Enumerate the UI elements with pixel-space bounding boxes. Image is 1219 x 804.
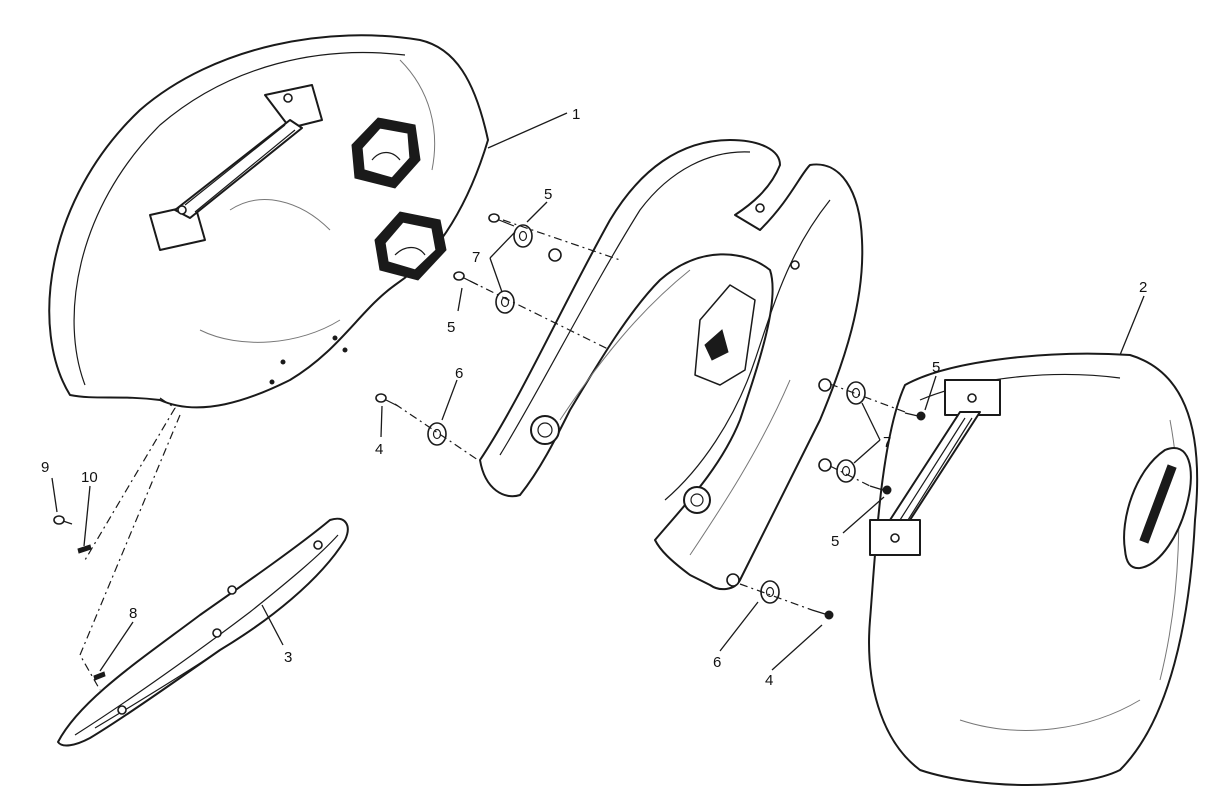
screw-5-upper-right[interactable] [904, 411, 926, 421]
spacer-7-mid-left[interactable] [495, 290, 515, 314]
screw-9[interactable] [53, 515, 73, 525]
screw-4-right[interactable] [811, 609, 834, 620]
rear-subframe[interactable] [479, 139, 864, 591]
left-bag-mount-upper [351, 117, 421, 189]
screw-5-lower-right[interactable] [869, 485, 892, 495]
spacer-7-upper-left[interactable] [513, 224, 533, 248]
label-part-7-left: 7 [472, 249, 480, 266]
spacer-7-upper-right[interactable] [846, 381, 866, 405]
left-saddlebag[interactable] [48, 34, 489, 409]
screw-4-left[interactable] [375, 393, 399, 407]
spacer-6-right[interactable] [760, 580, 780, 604]
label-part-4-right: 4 [765, 672, 773, 689]
label-part-3: 3 [284, 649, 292, 666]
label-part-1: 1 [572, 106, 580, 123]
right-bag-rail [869, 379, 1001, 556]
label-part-2: 2 [1139, 279, 1147, 296]
label-part-5-upper-right: 5 [932, 359, 940, 376]
right-bag-badge [1123, 447, 1192, 570]
clip-8[interactable] [93, 671, 106, 681]
label-part-10: 10 [81, 469, 98, 486]
left-bag-mount-lower [374, 211, 447, 281]
label-part-6-right: 6 [713, 654, 721, 671]
clip-10[interactable] [77, 544, 92, 554]
label-part-9: 9 [41, 459, 49, 476]
spacer-7-lower-right[interactable] [836, 459, 856, 483]
spacer-6-left[interactable] [427, 422, 447, 446]
callout-labels: 1 2 3 5 7 5 6 4 5 7 5 6 4 9 10 8 [41, 106, 1147, 689]
right-saddlebag[interactable] [868, 352, 1199, 786]
assembly-lines [79, 219, 906, 691]
label-part-8: 8 [129, 605, 137, 622]
label-part-6-left: 6 [455, 365, 463, 382]
label-part-5-mid-left: 5 [447, 319, 455, 336]
label-part-5-upper-left: 5 [544, 186, 552, 203]
label-part-7-right: 7 [883, 434, 891, 451]
leader-lines [51, 112, 1145, 672]
bracket-part-3[interactable] [57, 517, 349, 747]
left-bag-rail [149, 84, 323, 251]
label-part-4-left: 4 [375, 441, 383, 458]
label-part-5-lower-right: 5 [831, 533, 839, 550]
screw-5-upper-left[interactable] [488, 213, 515, 227]
